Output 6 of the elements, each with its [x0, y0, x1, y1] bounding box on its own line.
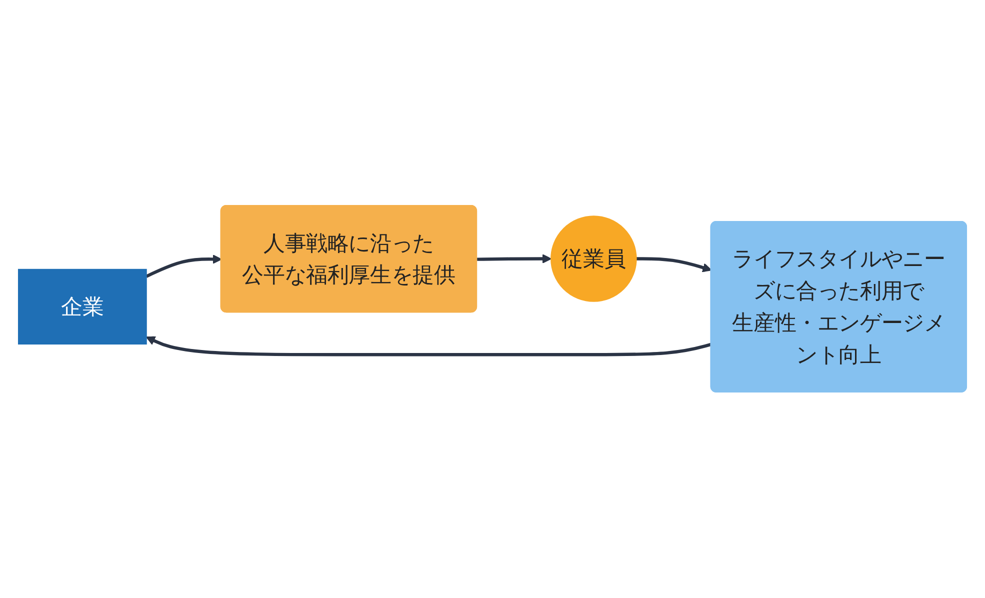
arrow	[146, 336, 712, 357]
node-box: 企業	[18, 269, 147, 345]
arrow	[146, 254, 222, 278]
arrow	[477, 254, 552, 264]
arrow	[636, 257, 712, 272]
node-circle: 従業員	[550, 216, 637, 302]
